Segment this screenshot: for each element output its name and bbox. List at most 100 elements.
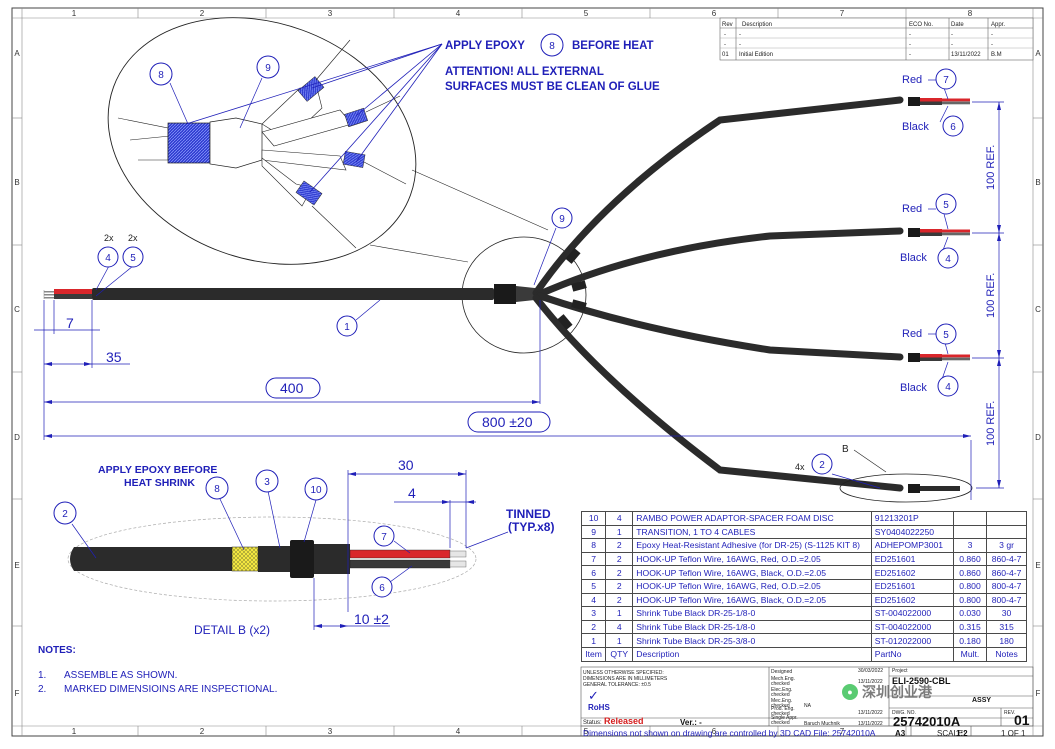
detail-b-view [67,516,477,602]
title-block [580,666,1034,736]
balloon [540,33,564,57]
bom-cell: 0.030 [952,606,988,621]
dimension-value: 30 [398,457,414,473]
col-label: 7 [840,9,845,18]
bom-header-cell: Mult. [952,646,988,662]
bom-header-cell: Description [632,646,872,662]
tb-approver: Baruch Muchnik [804,721,840,727]
col-label: 7 [840,727,845,736]
bom-cell: 8 [580,538,607,553]
watermark-text: 深圳创业港 [862,685,932,701]
bom-cell: 0.315 [952,619,988,635]
status-label: Status: [583,720,602,726]
bom-cell: 1 [605,606,634,621]
attention-label: SURFACES MUST BE CLEAN OF GLUE [445,81,660,93]
bom-cell: 2 [580,619,607,635]
project-name: ELI-2590-CBL [892,676,951,686]
bom-cell: 9 [580,524,607,540]
bom-cell: 2 [605,551,634,567]
rev-cell: - [951,32,953,38]
tb-date: 30/03/2022 [858,668,884,674]
rev-cell: B.M [991,52,1002,58]
bom-header-cell: PartNo [870,646,954,662]
rev-cell: - [951,42,953,48]
bom-cell: HOOK-UP Teflon Wire, 16AWG, Red, O.D.=2.… [632,578,872,594]
dimension-lines [34,101,1004,500]
dimension-value: 400 [280,380,304,396]
spec-text: UNLESS OTHERWISE SPECIFIED: [583,670,664,676]
sheet-count: 1 OF 1 [1001,729,1026,738]
bom-cell: ADHEPOMP3001 [870,538,954,553]
note-text: ASSEMBLE AS SHOWN. [64,670,178,681]
tb-field: Designed [771,669,793,675]
bom-cell: 5 [580,578,607,594]
balloon-number: 10 [310,485,322,496]
bom-cell: RAMBO POWER ADAPTOR-SPACER FOAM DISC [632,511,872,526]
bom-cell: 2 [605,578,634,594]
dwg-label: DWG. NO. [892,710,916,716]
scale-label: SCALE: [937,729,966,738]
dimension-value: 4 [408,485,416,501]
status-value: Released [604,716,644,726]
rev-header: Date [951,22,964,28]
col-label: 3 [328,9,333,18]
rev-cell: - [909,32,911,38]
col-label: 1 [72,727,77,736]
rev-cell: - [739,42,741,48]
balloon [149,62,173,86]
balloon-number: 8 [158,70,164,81]
scale-value: 1:2 [956,729,968,738]
col-label: 4 [456,9,461,18]
note-item: 2.MARKED DIMENSIOINS ARE INSPECTIONAL. [38,684,277,695]
balloon-number: 9 [265,63,271,74]
bom-cell: ED251601 [870,578,954,594]
dimension-value: 35 [106,349,122,365]
tb-field: Prod. Eng. checked [771,706,795,717]
bom-cell: 3 [952,538,988,553]
bom-cell: HOOK-UP Teflon Wire, 16AWG, Red, O.D.=2.… [632,551,872,567]
balloon-number: 1 [344,322,350,333]
balloon-number: 2 [819,460,825,471]
rev-cell: 01 [722,52,729,58]
watermark: ● 深圳创业港 [842,682,932,702]
rev-value: 01 [1014,712,1030,728]
bom-cell: 4 [580,592,607,608]
bom-cell: 860-4-7 [986,565,1027,580]
balloon-number: 4 [945,254,951,265]
note-item: 1.ASSEMBLE AS SHOWN. [38,670,277,681]
bom-cell: 10 [580,511,607,526]
balloon-number: 6 [379,583,385,594]
col-label: 5 [584,727,589,736]
project-label: Project [892,668,908,674]
bom-cell: 315 [986,619,1027,635]
balloon-number: 4 [945,382,951,393]
balloon-number: 6 [950,122,956,133]
bom-cell: 860-4-7 [986,551,1027,567]
rev-label: REV. [1004,710,1016,716]
col-label: 8 [968,9,973,18]
bom-header-cell: QTY [605,646,634,662]
col-label: 6 [712,727,717,736]
cable-assembly [43,96,973,503]
note-text: MARKED DIMENSIOINS ARE INSPECTIONAL. [64,684,278,695]
tb-field: Single Appr. checked [771,715,798,726]
branch-end-4 [908,484,960,493]
bom-cell: SY0404022250 [870,524,954,540]
bom-cell: 0.180 [952,633,988,648]
row-label: D [1035,433,1041,442]
tb-date: 13/11/2022 [858,679,883,685]
bom-cell: Epoxy Heat-Resistant Adhesive (for DR-25… [632,538,872,553]
rev-cell: - [991,32,993,38]
notes-section: NOTES: 1.ASSEMBLE AS SHOWN. 2.MARKED DIM… [38,645,277,698]
wire-label: Black [900,382,927,394]
bom-cell: HOOK-UP Teflon Wire, 16AWG, Black, O.D.=… [632,565,872,580]
footer-note: Dimensions not shown on drawing are cont… [583,728,876,738]
tb-field: Elec.Eng. checked [771,687,793,698]
bom-cell: 2 [605,592,634,608]
